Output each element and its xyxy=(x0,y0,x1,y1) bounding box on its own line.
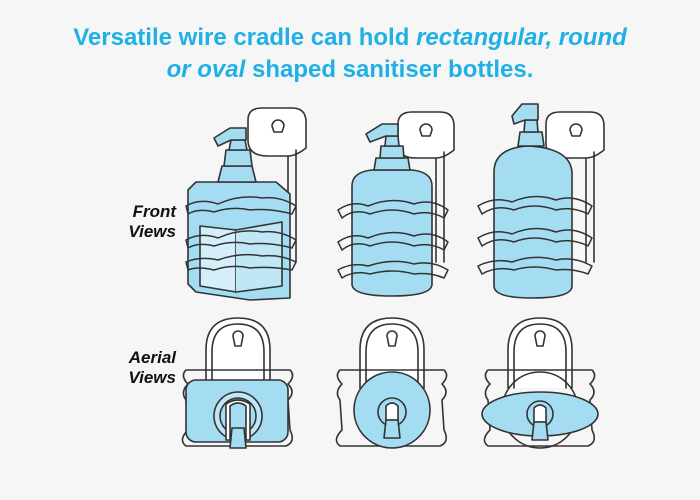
pump-top xyxy=(377,397,407,439)
pump-nozzle xyxy=(365,123,399,143)
pump-nozzle xyxy=(213,127,247,147)
front-views-label-line-1: Front xyxy=(132,202,176,221)
pump-top xyxy=(526,400,554,441)
front-view-round xyxy=(337,111,455,297)
front-views-label-line-2: Views xyxy=(128,222,176,241)
wire-cradle xyxy=(477,195,593,275)
front-views-label: Front Views xyxy=(86,202,176,242)
headline: Versatile wire cradle can hold rectangul… xyxy=(0,22,700,86)
pump-top xyxy=(213,391,263,449)
wire-cradle xyxy=(185,196,297,271)
front-view-oval xyxy=(477,103,605,299)
aerial-views-label-line-2: Views xyxy=(128,368,176,387)
headline-line-1: Versatile wire cradle can hold rectangul… xyxy=(0,22,700,54)
headline-text-1: Versatile wire cradle can hold xyxy=(73,24,410,51)
aerial-views-label: Aerial Views xyxy=(86,348,176,388)
pump-nozzle xyxy=(511,103,539,125)
headline-text-2: shaped sanitiser bottles. xyxy=(251,56,534,83)
headline-emphasis-1: rectangular, round xyxy=(416,24,627,51)
aerial-view-oval xyxy=(481,317,599,449)
headline-line-2: or oval shaped sanitiser bottles. xyxy=(0,54,700,86)
aerial-view-rectangular xyxy=(181,317,294,449)
aerial-view-round xyxy=(335,317,448,449)
wall-bracket-top xyxy=(205,317,271,389)
wall-bracket-top xyxy=(507,317,573,389)
aerial-views-label-line-1: Aerial xyxy=(128,348,176,367)
bottle-body xyxy=(493,145,573,299)
headline-emphasis-2: or oval xyxy=(166,56,246,83)
wire-cradle-outline xyxy=(335,369,448,447)
wire-cradle xyxy=(337,199,449,279)
front-view-rectangular xyxy=(185,107,307,301)
